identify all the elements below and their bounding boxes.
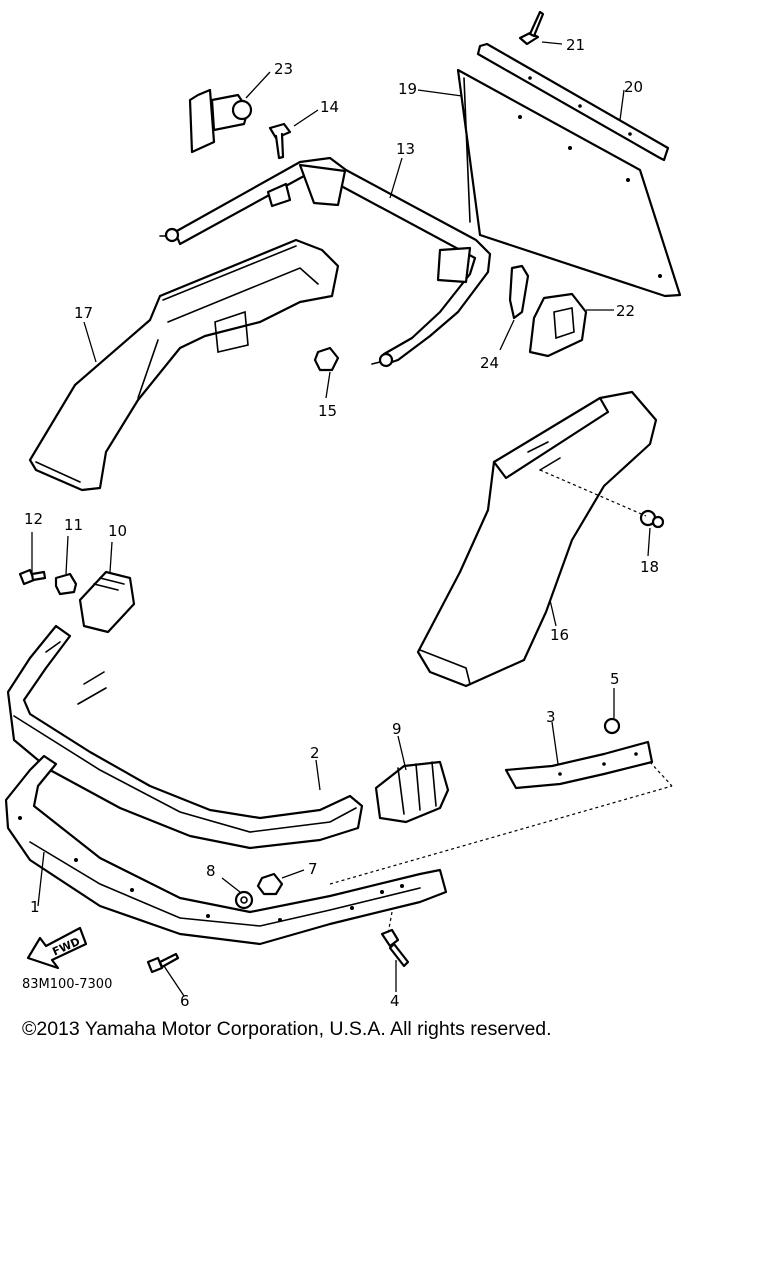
- part-19-panel: [456, 68, 682, 298]
- callout-19: 19: [398, 80, 417, 98]
- callout-2: 2: [310, 744, 320, 762]
- callout-14: 14: [320, 98, 339, 116]
- part-23-bracket: [188, 88, 253, 154]
- callout-18: 18: [640, 558, 659, 576]
- part-2-bumper-rail: [6, 624, 364, 850]
- callout-5: 5: [610, 670, 620, 688]
- part-1-lower-bumper: [4, 754, 448, 946]
- callout-24: 24: [480, 354, 499, 372]
- part-18-grommet: [639, 509, 665, 529]
- callout-23: 23: [274, 60, 293, 78]
- diagram-code: 83M100-7300: [22, 977, 112, 992]
- part-21-pin: [518, 10, 545, 46]
- part-4-pin: [380, 928, 410, 968]
- callout-1: 1: [30, 898, 40, 916]
- callout-10: 10: [108, 522, 127, 540]
- callout-4: 4: [390, 992, 400, 1010]
- callout-17: 17: [74, 304, 93, 322]
- callout-13: 13: [396, 140, 415, 158]
- callout-15: 15: [318, 402, 337, 420]
- callout-6: 6: [180, 992, 190, 1010]
- part-16-side-cover: [416, 390, 658, 688]
- copyright-notice: ©2013 Yamaha Motor Corporation, U.S.A. A…: [22, 1018, 552, 1040]
- part-12-screw: [18, 568, 47, 586]
- part-15-nut: [313, 346, 340, 372]
- part-8-washer: [234, 890, 254, 910]
- leader-lines: [31, 41, 673, 997]
- callout-21: 21: [566, 36, 585, 54]
- callout-9: 9: [392, 720, 402, 738]
- callout-11: 11: [64, 516, 83, 534]
- callout-12: 12: [24, 510, 43, 528]
- callout-22: 22: [616, 302, 635, 320]
- callout-3: 3: [546, 708, 556, 726]
- part-13-frame: [159, 156, 492, 368]
- callout-20: 20: [624, 78, 643, 96]
- part-20-strip: [476, 42, 670, 162]
- part-7-nut: [256, 872, 284, 896]
- part-5-grommet: [603, 717, 621, 735]
- part-11-collar: [54, 572, 78, 596]
- callout-7: 7: [308, 860, 318, 878]
- parts-exploded-diagram: FWD 21 20 19 23 14 13 17 15 22 24 18 16 …: [4, 10, 682, 1010]
- callout-8: 8: [206, 862, 216, 880]
- part-22-clip-bracket: [528, 292, 588, 358]
- part-6-bolt: [146, 952, 180, 974]
- part-3-bracket: [504, 740, 654, 790]
- callout-16: 16: [550, 626, 569, 644]
- part-24-clip: [508, 264, 530, 320]
- callout-labels: 21 20 19 23 14 13 17 15 22 24 18 16 12 1…: [24, 36, 659, 1010]
- fwd-arrow-icon: FWD: [26, 926, 88, 970]
- part-10-damper: [78, 570, 136, 634]
- part-17-side-cover: [28, 238, 340, 492]
- part-9-rubber-block: [374, 760, 450, 824]
- part-14-bolt: [268, 122, 292, 160]
